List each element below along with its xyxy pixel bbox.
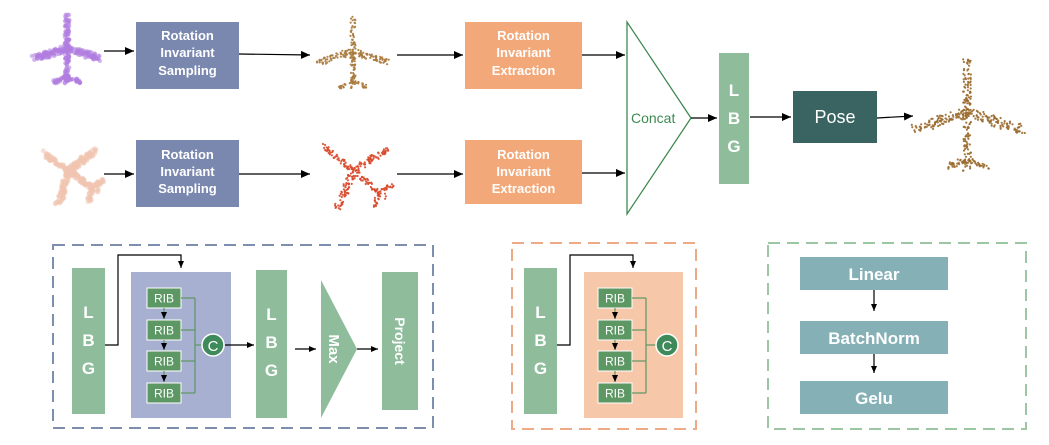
rib-label: RIB: [605, 324, 625, 338]
max-pool-block: Max: [321, 280, 357, 418]
rib-stack: RIB RIB RIB RIB: [597, 287, 656, 404]
concat-block: Concat: [626, 19, 692, 217]
lbg-letter-g: G: [265, 361, 278, 380]
sampling-label-line3: Sampling: [158, 63, 217, 78]
lbg-letter-b: B: [265, 333, 277, 352]
sampling-label-line1: Rotation: [161, 147, 214, 162]
pose-block: Pose: [793, 91, 877, 143]
lbg-block: L B G: [72, 268, 105, 414]
gelu-label: Gelu: [855, 389, 893, 408]
rib-label: RIB: [154, 292, 174, 306]
rotation-invariant-extraction-top: Rotation Invariant Extraction: [465, 22, 582, 89]
lbg-letter-g: G: [534, 359, 547, 378]
rib-label: RIB: [154, 324, 174, 338]
linear-layer: Linear: [800, 257, 948, 290]
top-arrows: [104, 47, 914, 178]
sampling-label-line3: Sampling: [158, 181, 217, 196]
batchnorm-layer: BatchNorm: [800, 321, 948, 354]
lbg-letter-l: L: [535, 303, 545, 322]
gelu-layer: Gelu: [800, 381, 948, 414]
source-point-cloud-plane: [29, 12, 103, 86]
extraction-label-line2: Invariant: [496, 164, 551, 179]
arrow: [238, 50, 311, 59]
extraction-label-line2: Invariant: [496, 45, 551, 60]
rib-label: RIB: [154, 355, 174, 369]
extraction-label-line3: Extraction: [492, 181, 556, 196]
concat-circle: C: [655, 333, 679, 357]
linear-label: Linear: [848, 265, 899, 284]
concat-circle: C: [201, 333, 225, 357]
lbg-letter-b: B: [82, 331, 94, 350]
sampled-source-point-cloud: [315, 15, 390, 90]
extraction-label-line3: Extraction: [492, 63, 556, 78]
sampling-label-line2: Invariant: [160, 45, 215, 60]
rib-label: RIB: [605, 387, 625, 401]
lbg-block: L B G: [524, 268, 557, 414]
rib-label: RIB: [154, 387, 174, 401]
extraction-label-line1: Rotation: [497, 28, 550, 43]
max-label: Max: [325, 334, 342, 364]
lbg-block-top: L B G: [719, 53, 749, 184]
concat-circle-label: C: [208, 338, 219, 355]
rib-label: RIB: [605, 292, 625, 306]
concat-label: Concat: [631, 110, 675, 126]
rotation-invariant-sampling-bottom: Rotation Invariant Sampling: [136, 140, 239, 207]
lbg-letter-g: G: [82, 359, 95, 378]
rotation-invariant-extraction-bottom: Rotation Invariant Extraction: [465, 140, 582, 204]
skip-connection: [105, 254, 184, 346]
sampled-target-point-cloud: [321, 142, 395, 211]
rib-label: RIB: [605, 355, 625, 369]
aligned-output-point-cloud: [910, 58, 1026, 172]
sampling-label-line2: Invariant: [160, 164, 215, 179]
lbg-block: L B G: [256, 270, 287, 418]
skip-connection: [557, 254, 636, 346]
project-label: Project: [392, 317, 408, 365]
lbg-letter-g: G: [727, 137, 740, 156]
extraction-label-line1: Rotation: [497, 147, 550, 162]
target-point-cloud-plane: [40, 146, 107, 207]
arrow: [876, 112, 914, 121]
sampling-label-line1: Rotation: [161, 28, 214, 43]
concat-circle-label: C: [662, 338, 673, 355]
rib-stack: RIB RIB RIB RIB: [146, 287, 202, 404]
rotation-invariant-sampling-top: Rotation Invariant Sampling: [136, 22, 239, 89]
lbg-letter-b: B: [534, 331, 546, 350]
batchnorm-label: BatchNorm: [828, 329, 920, 348]
sampling-module-detail: L B G RIB RIB RIB RIB C L B G Max: [52, 244, 434, 429]
lbg-letter-l: L: [266, 305, 276, 324]
lbg-letter-l: L: [83, 303, 93, 322]
lbg-letter-l: L: [729, 81, 739, 100]
project-block: Project: [382, 272, 418, 410]
lbg-letter-b: B: [728, 109, 740, 128]
lbg-legend: Linear BatchNorm Gelu: [767, 242, 1027, 430]
pose-label: Pose: [814, 107, 855, 127]
extraction-module-detail: L B G RIB RIB RIB RIB C: [511, 242, 697, 430]
